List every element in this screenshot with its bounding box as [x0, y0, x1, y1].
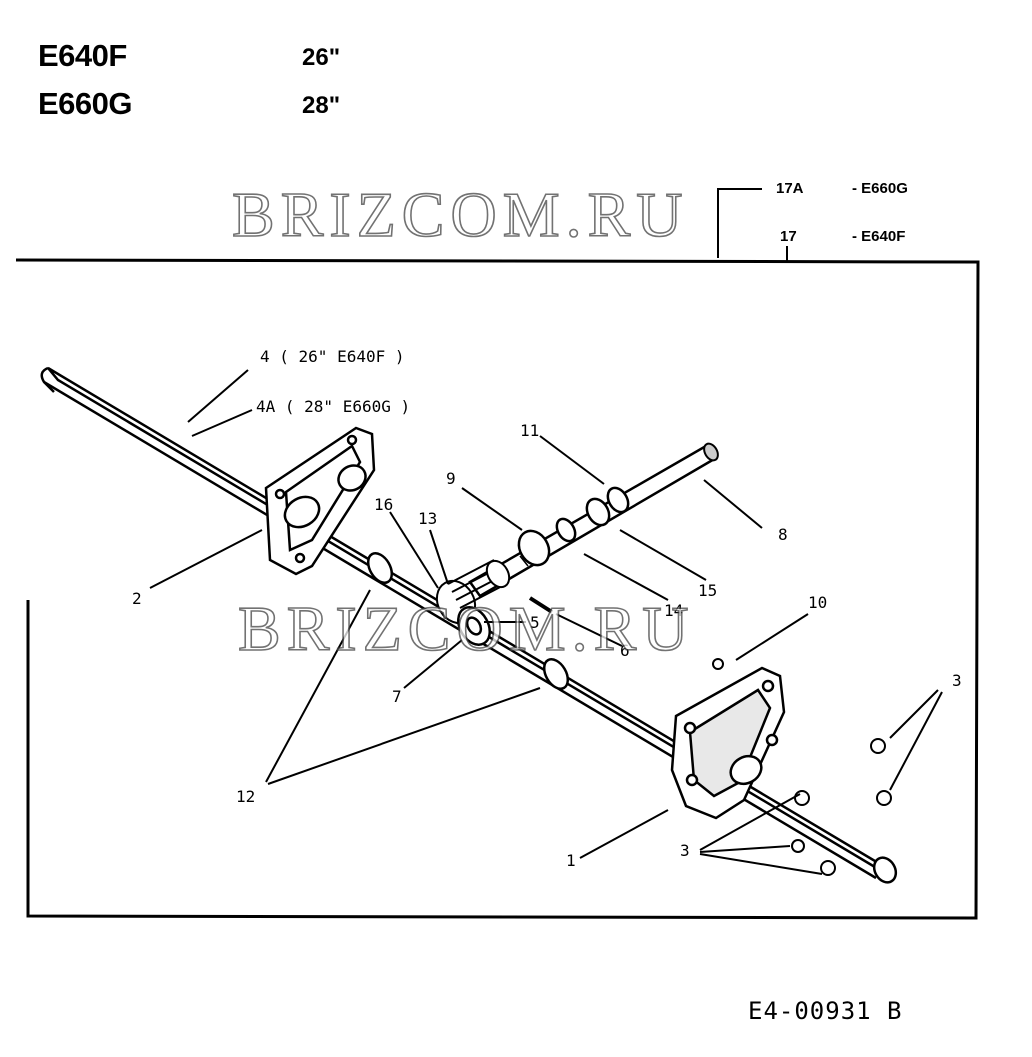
callout-4a: 4A ( 28" E660G ) — [256, 397, 410, 416]
callout-3-right: 3 — [952, 671, 962, 690]
watermark-top: BRIZCOM.RU — [231, 178, 689, 251]
size-e660g: 28" — [302, 92, 341, 119]
callout-16: 16 — [374, 495, 393, 514]
callout-14: 14 — [664, 601, 683, 620]
model-e660g: E660G — [38, 86, 133, 121]
bolts — [712, 658, 892, 876]
leader-lines — [149, 369, 943, 875]
callout-9: 9 — [446, 469, 456, 488]
callout-2: 2 — [132, 589, 142, 608]
callout-6: 6 — [620, 641, 630, 660]
key-pin — [528, 596, 554, 614]
variant-bracket — [717, 188, 788, 262]
callout-8: 8 — [778, 525, 788, 544]
callout-5: 5 — [530, 613, 540, 632]
diagram-frame — [15, 258, 980, 920]
callout-7: 7 — [392, 687, 402, 706]
callout-1: 1 — [566, 851, 576, 870]
callout-10: 10 — [808, 593, 827, 612]
left-housing-plate — [264, 426, 376, 576]
size-e640f: 26" — [302, 44, 341, 71]
shaft-bushings — [517, 486, 630, 567]
callout-11: 11 — [520, 421, 539, 440]
variant-model-e640f: - E640F — [852, 228, 906, 245]
model-e640f: E640F — [38, 38, 127, 73]
thrust-washer — [457, 606, 491, 646]
right-gear-housing — [670, 666, 786, 820]
document-number: E4-00931 B — [748, 997, 903, 1025]
variant-part-17a: 17A — [776, 180, 804, 197]
callout-4: 4 ( 26" E640F ) — [260, 347, 405, 366]
variant-part-17: 17 — [780, 228, 797, 245]
callout-12: 12 — [236, 787, 255, 806]
callout-3-bottom: 3 — [680, 841, 690, 860]
axle-spacers — [366, 552, 570, 690]
watermark-middle: BRIZCOM.RU — [237, 592, 695, 665]
variant-model-e660g: - E660G — [852, 180, 908, 197]
callout-13: 13 — [418, 509, 437, 528]
callout-15: 15 — [698, 581, 717, 600]
